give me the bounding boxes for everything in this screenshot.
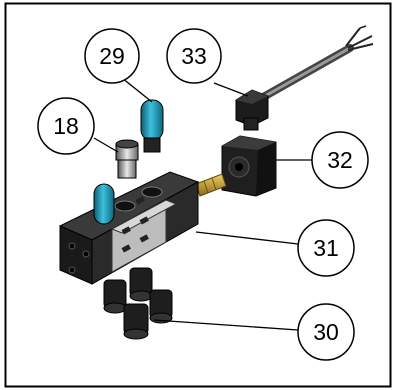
callout-label-33: 33 xyxy=(181,43,207,69)
fitting-18 xyxy=(115,139,139,179)
callout-32: 32 xyxy=(311,131,369,189)
callout-label-29: 29 xyxy=(99,43,125,69)
brass-stem xyxy=(195,173,227,197)
leader-33 xyxy=(213,82,249,97)
leader-lines xyxy=(93,69,312,331)
leader-31 xyxy=(195,231,299,245)
callout-33: 33 xyxy=(166,28,222,84)
callout-label-32: 32 xyxy=(327,147,353,173)
valve-body xyxy=(58,171,200,285)
callout-18: 18 xyxy=(37,97,95,155)
callout-label-31: 31 xyxy=(313,235,339,261)
callout-label-18: 18 xyxy=(53,113,79,139)
blue-cap-top xyxy=(140,99,164,153)
solenoid-coil xyxy=(221,135,277,197)
callout-31: 31 xyxy=(297,219,355,277)
blue-cap-body xyxy=(93,183,115,225)
callout-label-30: 30 xyxy=(313,319,339,345)
push-fittings xyxy=(103,267,173,340)
leader-30 xyxy=(153,319,299,331)
leader-18 xyxy=(93,137,119,153)
connector-plug xyxy=(235,89,269,131)
connector-cable xyxy=(254,25,374,104)
callout-29: 29 xyxy=(84,28,140,84)
callout-30: 30 xyxy=(297,303,355,361)
